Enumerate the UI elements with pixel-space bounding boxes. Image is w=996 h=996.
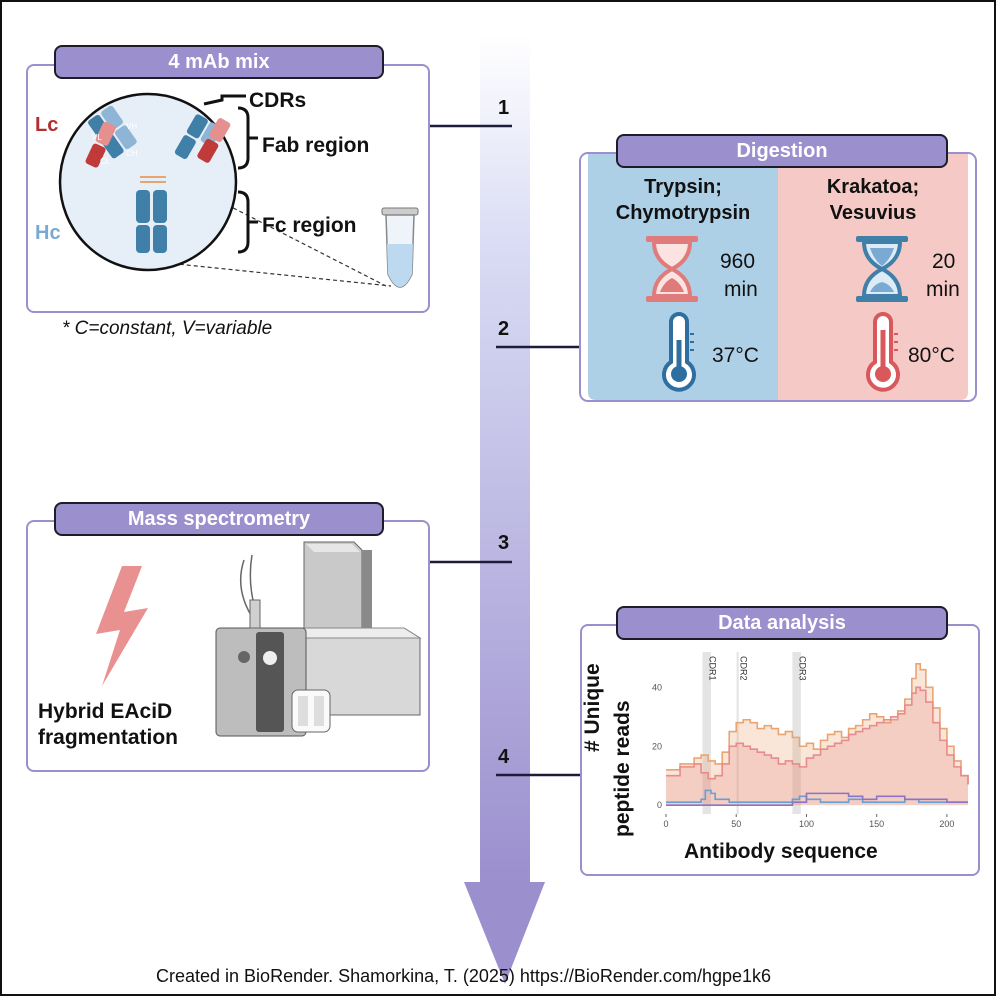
y-tick-label-2: 40 <box>652 682 662 692</box>
lightning-icon <box>96 566 148 686</box>
cdr-label-2: CDR2 <box>739 656 749 681</box>
series-line-3 <box>666 789 968 804</box>
domain-label-2: VL <box>92 133 102 142</box>
chart-xlabel: Antibody sequence <box>684 840 878 863</box>
hourglass-icon-right <box>856 236 908 302</box>
digestion-left-enzymes-2: Chymotrypsin <box>615 202 751 224</box>
x-tick-label-2: 100 <box>799 819 814 829</box>
step-number-1: 1 <box>498 97 510 119</box>
step-connectors <box>427 124 580 777</box>
thermometer-icon-right <box>866 312 900 392</box>
digestion-left-enzymes-1: Trypsin; <box>644 176 722 198</box>
chart-ylabel-line-1: # Unique <box>581 663 604 752</box>
series-line-2 <box>666 686 969 785</box>
mass-spectrometer-icon <box>215 541 422 737</box>
peptide-reads-chart: CDR1 CDR2 CDR3 0 50 100 150 200 0 20 40 <box>652 652 969 829</box>
cdr-band-2 <box>736 652 739 814</box>
fragmentation-line-2: fragmentation <box>38 726 179 749</box>
step-number-2: 2 <box>498 318 510 340</box>
x-tick-label-4: 200 <box>939 819 954 829</box>
footnote: * C=constant, V=variable <box>62 318 273 339</box>
domain-label-0: VH <box>126 122 137 131</box>
series-line-1 <box>666 662 969 785</box>
domain-label-1: CH <box>126 149 138 158</box>
digestion-right-enzymes-1: Krakatoa; <box>826 176 920 198</box>
digestion-right-enzymes-2: Vesuvius <box>829 202 917 224</box>
x-tick-label-0: 0 <box>663 819 668 829</box>
thermometer-icon <box>662 312 696 392</box>
x-tick-label-1: 50 <box>731 819 741 829</box>
series-area-2 <box>666 687 968 806</box>
y-tick-label-1: 20 <box>652 741 662 751</box>
domain-label-3: CL <box>100 157 111 166</box>
digestion-right-temp: 80°C <box>908 344 955 367</box>
fc-region-label: Fc region <box>262 214 357 237</box>
step-number-3: 3 <box>498 532 510 554</box>
fragmentation-line-1: Hybrid EAciD <box>38 700 173 723</box>
cdr-band-3 <box>792 652 801 814</box>
fab-region-label: Fab region <box>262 134 370 157</box>
digestion-left-time-unit: min <box>724 278 758 301</box>
antibody-illustration: VH CH VL CL <box>58 92 419 288</box>
cdr-label-3: CDR3 <box>798 656 808 681</box>
y-tick-label-0: 0 <box>657 800 662 810</box>
light-chain-label: Lc <box>35 114 59 136</box>
sample-tube-icon <box>381 207 419 288</box>
mass-spec-title: Mass spectrometry <box>54 502 384 536</box>
chart-ylabel-line-2: peptide reads <box>611 700 634 837</box>
cdr-band-1 <box>702 652 711 814</box>
digestion-right-time: 20 <box>932 250 956 273</box>
series-area-1 <box>666 663 968 806</box>
hourglass-icon <box>646 236 698 302</box>
heavy-chain-label: Hc <box>35 222 61 244</box>
data-analysis-title: Data analysis <box>616 606 948 640</box>
credit-line: Created in BioRender. Shamorkina, T. (20… <box>156 966 772 986</box>
digestion-left-temp: 37°C <box>712 344 759 367</box>
series-line-4 <box>666 792 968 806</box>
cdrs-label: CDRs <box>249 89 307 112</box>
x-tick-label-3: 150 <box>869 819 884 829</box>
mab-mix-title: 4 mAb mix <box>54 45 384 79</box>
digestion-right-time-unit: min <box>926 278 960 301</box>
digestion-left-time: 960 <box>720 250 756 273</box>
data-analysis-box <box>580 624 980 876</box>
step-number-4: 4 <box>498 746 510 768</box>
cdr-label-1: CDR1 <box>708 656 718 681</box>
timeline-arrow <box>464 34 545 984</box>
digestion-title: Digestion <box>616 134 948 168</box>
